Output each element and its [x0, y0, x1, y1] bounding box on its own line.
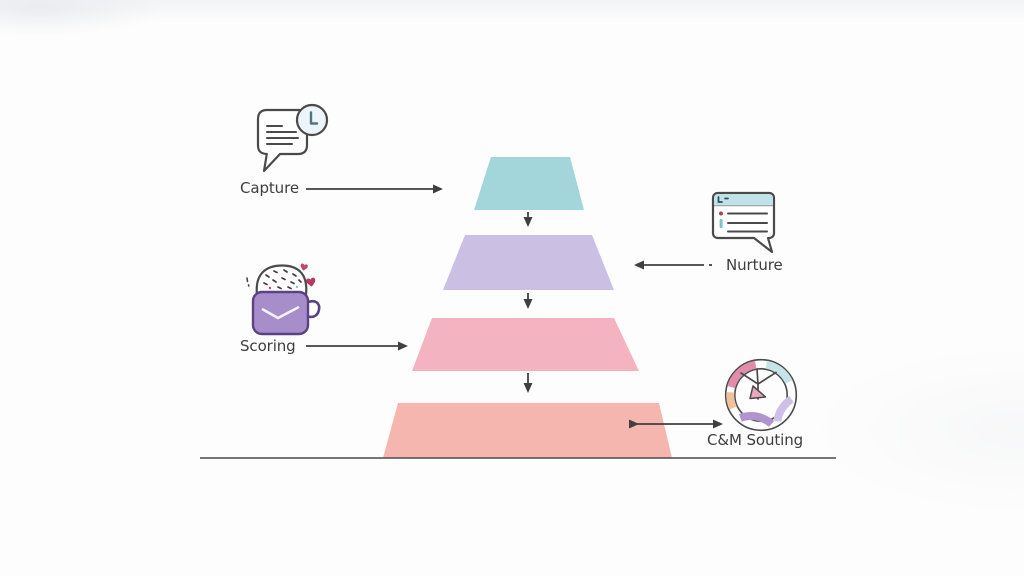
red-bullet — [719, 211, 723, 216]
capture-label: Capture — [240, 179, 299, 197]
mug-handle — [305, 299, 321, 319]
ring-segments — [726, 360, 794, 428]
browser-header-bar — [714, 194, 773, 206]
clock-hands — [309, 111, 319, 125]
ring-segment-purple — [739, 412, 775, 428]
funnel-level-scoring — [412, 318, 639, 371]
browser-message-icon — [711, 191, 776, 254]
mug-checkmark — [261, 306, 300, 320]
funnel-level-capture — [474, 157, 584, 210]
heart-icon-small — [299, 263, 309, 272]
header-glyph — [717, 196, 729, 203]
teal-bullet-bar — [719, 219, 723, 228]
ring-segment-peach — [726, 391, 737, 410]
mug-body — [251, 290, 310, 336]
chat-bubble-clock-icon — [256, 103, 329, 173]
ring-outer-outline — [724, 358, 798, 432]
crm-routing-label: C&M Souting — [707, 431, 804, 449]
segmented-ring-icon — [724, 358, 798, 432]
froth-dot-pink — [268, 286, 272, 290]
pin-triangle — [749, 385, 767, 400]
ring-segment-lavender — [773, 395, 794, 422]
funnel-level-nurture — [443, 235, 614, 290]
bubble-text-lines — [266, 125, 299, 145]
message-text-lines — [727, 212, 768, 233]
nurture-label: Nurture — [726, 256, 783, 274]
ring-segment-pink — [727, 360, 757, 389]
funnel-level-routing — [383, 403, 672, 458]
ring-segment-teal — [765, 360, 793, 384]
froth-dot-teal — [295, 285, 299, 289]
mug-icon — [246, 263, 321, 336]
scoring-label: Scoring — [240, 337, 296, 355]
sprinkles — [263, 269, 302, 290]
heart-icon-large — [305, 277, 317, 288]
sparkle-marks — [246, 277, 250, 287]
